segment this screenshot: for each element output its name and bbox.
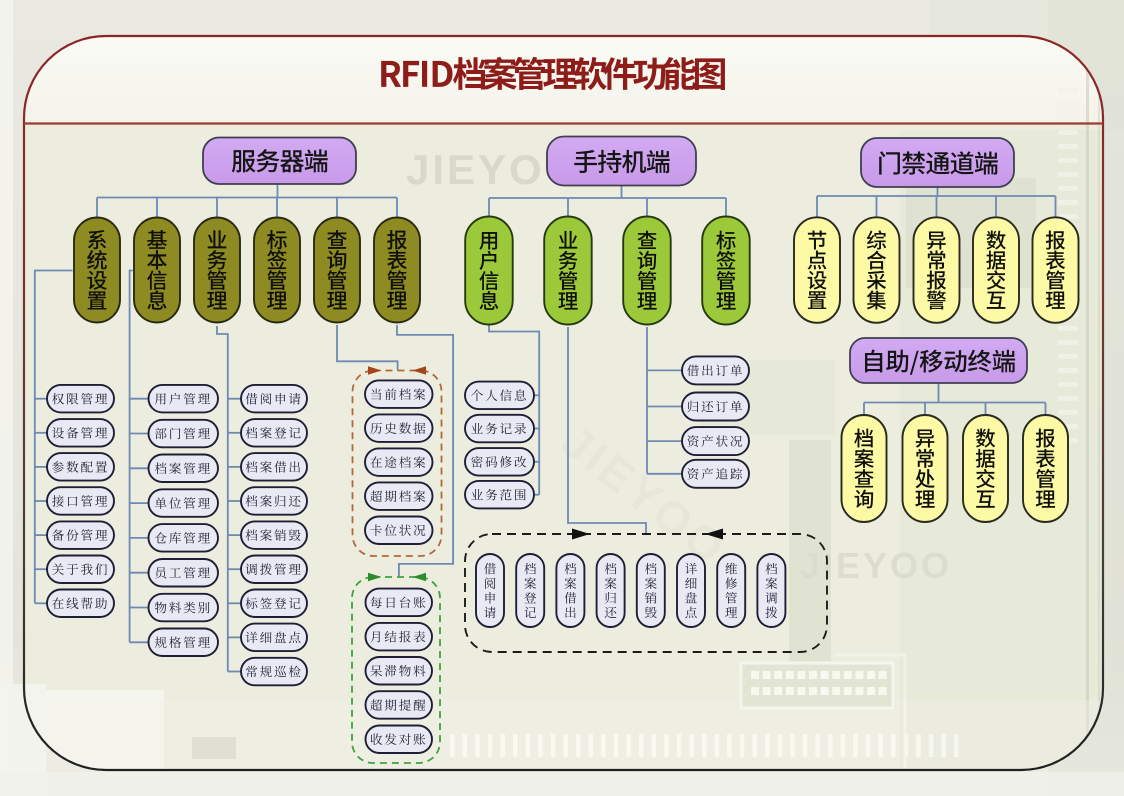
svg-text:JIEYOO: JIEYOO	[800, 545, 952, 586]
